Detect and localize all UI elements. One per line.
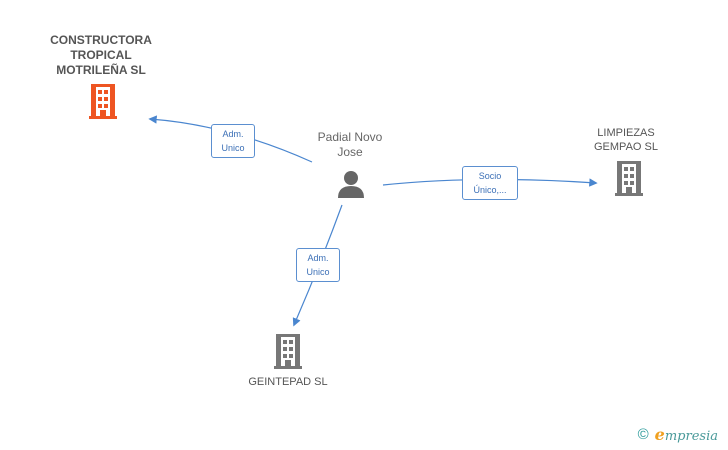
copyright-icon: © [637, 426, 649, 443]
empresia-logo[interactable]: empresia [654, 425, 718, 444]
edge-label-to-geintepad[interactable]: Adm. Unico [296, 248, 340, 282]
node-label-person: Padial Novo Jose [317, 130, 383, 159]
building-icon[interactable] [87, 83, 119, 119]
node-label-geintepad: GEINTEPAD SL [248, 376, 328, 388]
building-icon[interactable] [613, 160, 645, 196]
copyright-footer: © empresia [638, 425, 718, 444]
building-icon[interactable] [272, 333, 304, 369]
edge-label-to-limpiezas[interactable]: Socio Único,... [462, 166, 518, 200]
node-label-limpiezas: LIMPIEZAS GEMPAO SL [594, 127, 658, 153]
edge-label-to-constructora[interactable]: Adm. Unico [211, 124, 255, 158]
node-label-constructora: CONSTRUCTORA TROPICAL MOTRILEÑA SL [50, 33, 152, 77]
person-icon[interactable] [336, 169, 366, 199]
